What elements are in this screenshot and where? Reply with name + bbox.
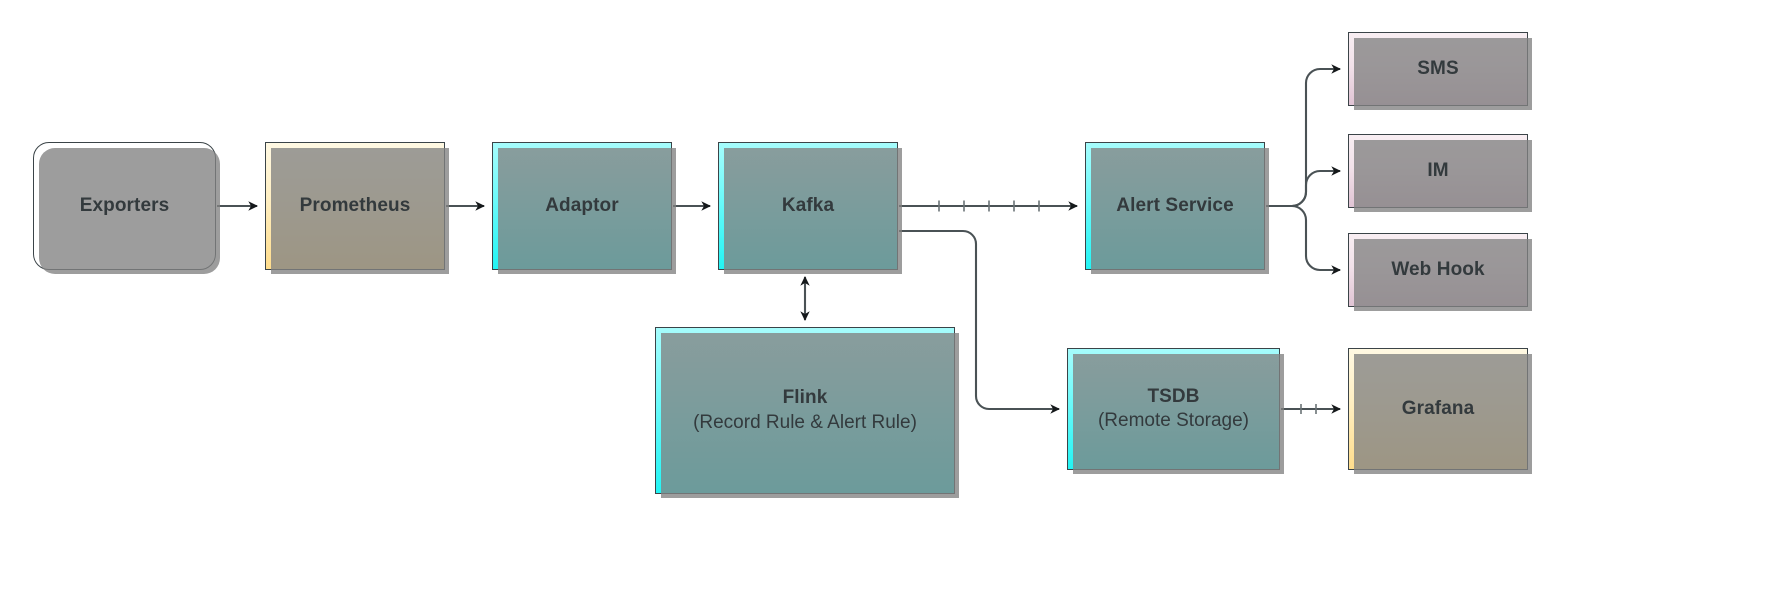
node-tsdb-sublabel: (Remote Storage) (1097, 410, 1249, 431)
node-web-hook[interactable]: Web Hook (1348, 233, 1532, 311)
node-sms[interactable]: SMS (1348, 32, 1532, 110)
node-tsdb[interactable]: TSDB (Remote Storage) (1067, 348, 1284, 474)
node-exporters[interactable]: Exporters (33, 142, 220, 274)
node-im-label: IM (1427, 159, 1449, 181)
node-kafka-label: Kafka (781, 194, 835, 216)
node-adaptor-label: Adaptor (545, 194, 619, 216)
node-tsdb-label: TSDB (1147, 385, 1200, 407)
node-flink[interactable]: Flink (Record Rule & Alert Rule) (655, 327, 959, 498)
edge-alert-service-im (1291, 166, 1342, 208)
node-adaptor[interactable]: Adaptor (492, 142, 676, 274)
node-grafana-label: Grafana (1401, 397, 1475, 419)
node-sms-label: SMS (1417, 57, 1459, 79)
node-flink-sublabel: (Record Rule & Alert Rule) (693, 411, 917, 433)
node-flink-label: Flink (782, 387, 828, 409)
edge-tsdb-grafana-ticks (1300, 404, 1317, 414)
node-prometheus-label: Prometheus (299, 194, 411, 216)
node-prometheus[interactable]: Prometheus (265, 142, 449, 274)
node-exporters-label: Exporters (79, 194, 170, 216)
edge-kafka-alert-service-ticks (938, 200, 1040, 212)
node-im[interactable]: IM (1348, 134, 1532, 212)
edge-alert-service-web-hook (1291, 204, 1342, 275)
node-web-hook-label: Web Hook (1391, 258, 1485, 280)
edge-alert-service-sms (1291, 64, 1342, 208)
node-alert-service-label: Alert Service (1116, 194, 1234, 216)
node-alert-service[interactable]: Alert Service (1085, 142, 1269, 274)
node-kafka[interactable]: Kafka (718, 142, 902, 274)
node-grafana[interactable]: Grafana (1348, 348, 1532, 474)
